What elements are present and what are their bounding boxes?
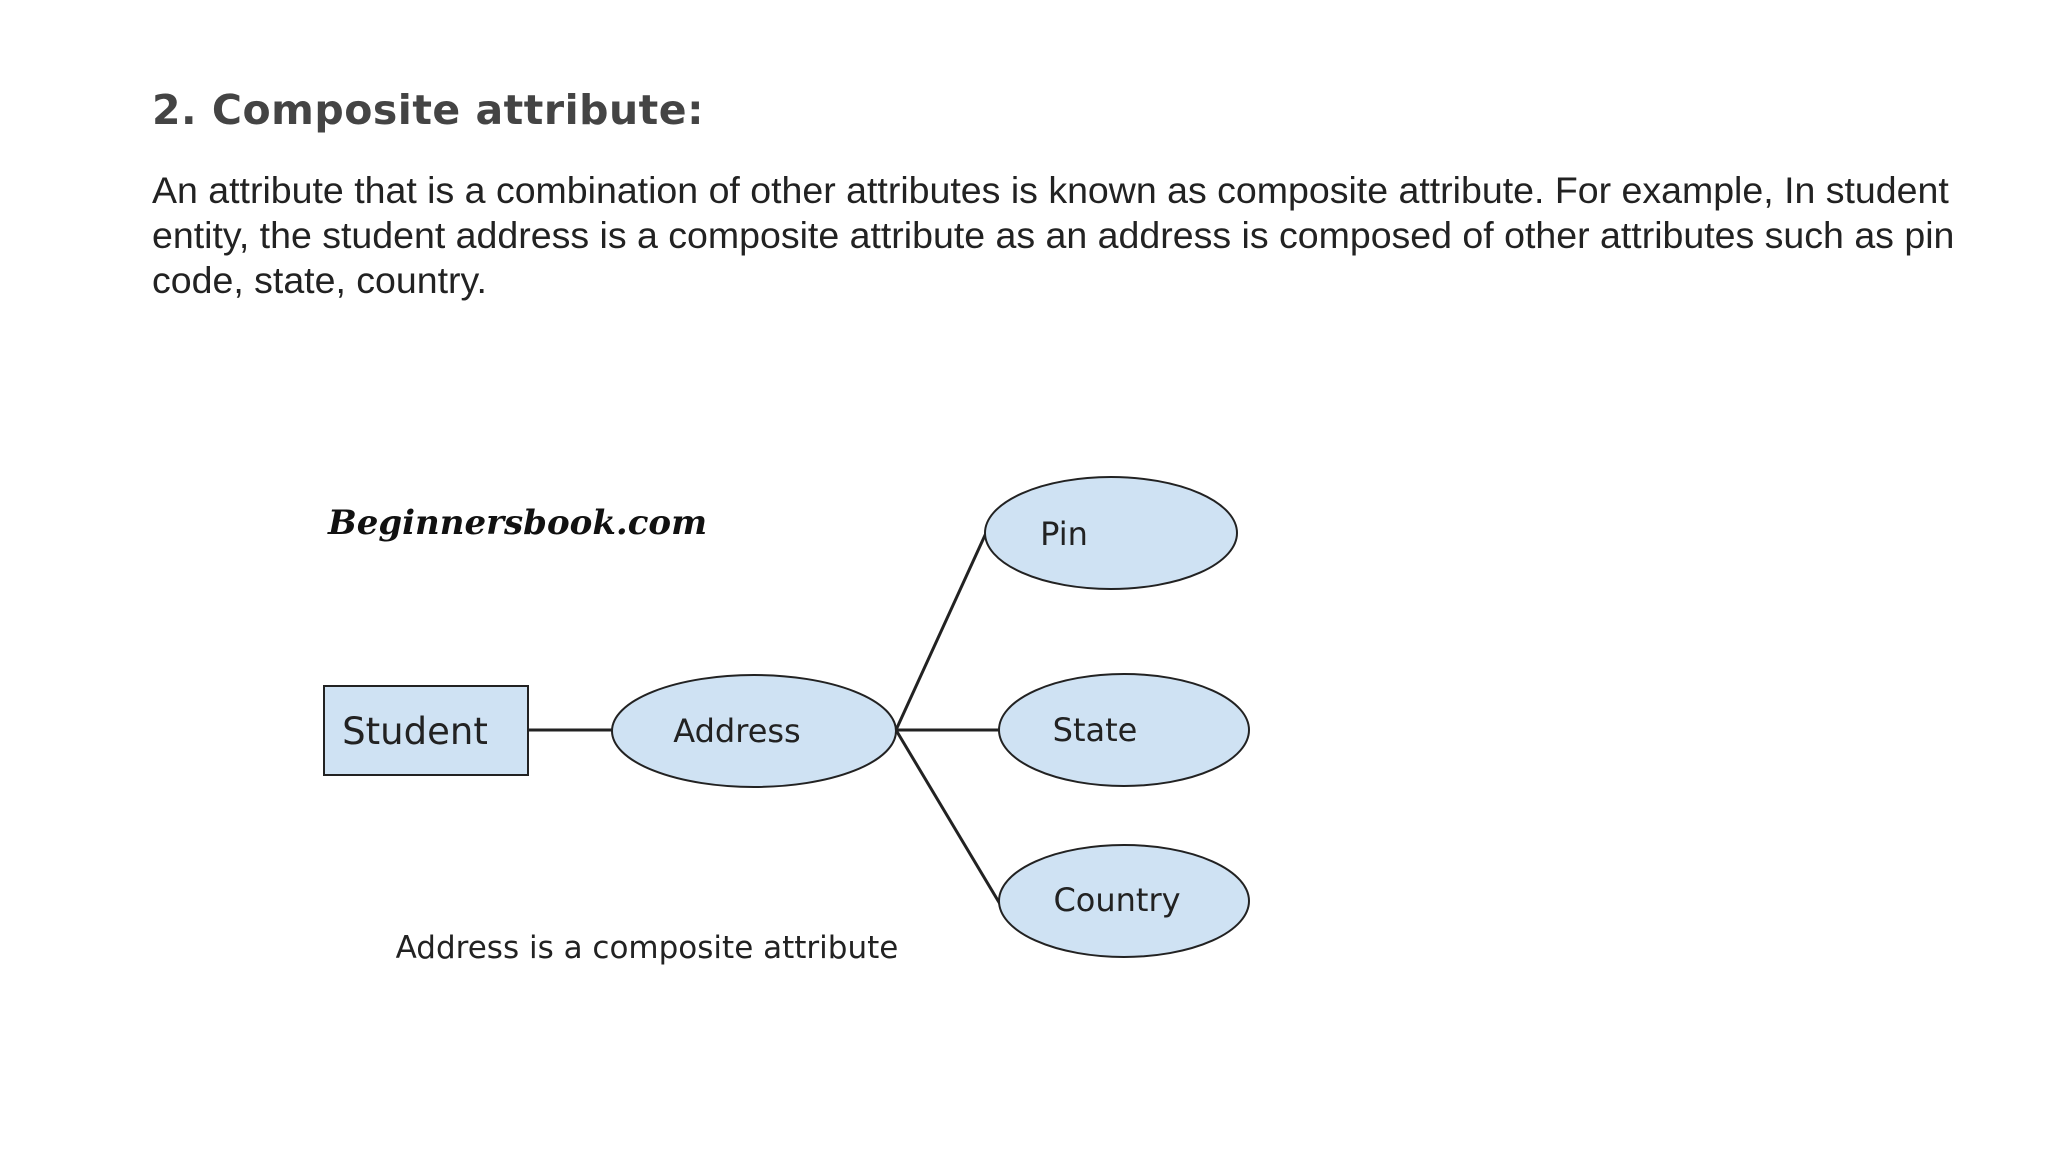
address-attribute-label: Address [673,712,800,750]
state-attribute-label: State [1053,711,1138,749]
state-attribute-ellipse [998,673,1250,787]
beginnersbook-logo: Beginnersbook.com [327,503,707,543]
pin-attribute: Pin [984,476,1238,590]
diagram-caption: Address is a composite attribute [396,930,899,966]
address-pin-line [894,532,988,731]
address-attribute: Address [611,674,897,788]
connector-lines [528,532,1002,905]
country-attribute: Country [998,844,1250,958]
student-entity-box [323,685,529,776]
address-attribute-ellipse [611,674,897,788]
student-entity: Student [323,685,529,776]
country-attribute-label: Country [1053,881,1180,919]
country-attribute-ellipse [998,844,1250,958]
pin-attribute-label: Pin [1040,515,1088,553]
pin-attribute-ellipse [984,476,1238,590]
state-attribute: State [998,673,1250,787]
definition-paragraph: An attribute that is a combination of ot… [152,169,1955,301]
student-entity-label: Student [342,710,488,753]
address-country-line [894,729,1002,905]
section-heading: 2. Composite attribute: [152,86,704,134]
